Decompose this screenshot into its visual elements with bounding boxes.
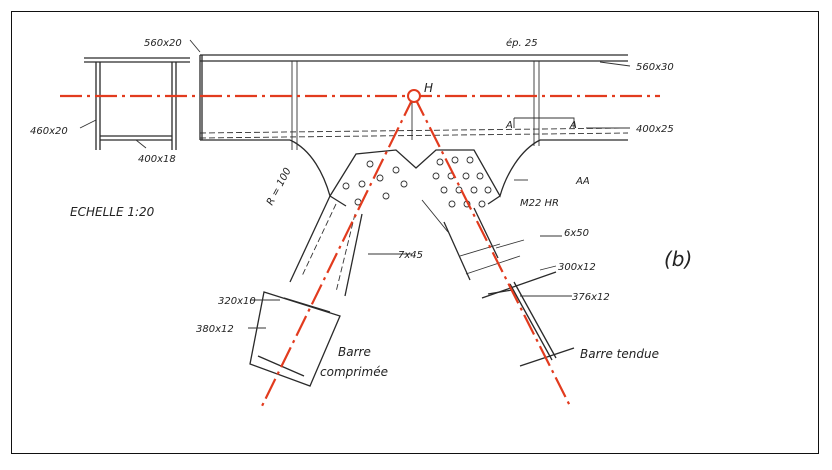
label-plate-300: 300x12 xyxy=(558,262,596,273)
label-plate-320: 320x10 xyxy=(218,296,256,307)
label-figure-tag: (b) xyxy=(664,247,692,271)
label-web-left: 460x20 xyxy=(30,126,68,137)
label-thickness: ép. 25 xyxy=(506,37,538,49)
label-compressed-line2: comprimée xyxy=(320,365,388,379)
label-plate-376: 376x12 xyxy=(572,292,610,303)
bolt-holes-left xyxy=(342,160,408,206)
centerlines xyxy=(60,89,660,407)
drawing-frame xyxy=(11,11,819,454)
label-scale: ECHELLE 1:20 xyxy=(70,205,155,219)
label-chord-top: 560x30 xyxy=(636,62,674,73)
label-bolts: M22 HR xyxy=(520,198,559,209)
label-weld-left: 7x45 xyxy=(398,250,423,261)
label-radius: R = 100 xyxy=(265,166,294,207)
label-tensioned: Barre tendue xyxy=(580,347,659,361)
label-flange-left-top: 560x20 xyxy=(144,38,182,49)
label-compressed-line1: Barre xyxy=(338,345,371,359)
left-cross-section xyxy=(84,57,190,150)
section-a-marker xyxy=(513,117,575,128)
weld-marks xyxy=(421,199,525,275)
label-node: H xyxy=(424,81,433,95)
label-plate-380: 380x12 xyxy=(196,324,234,335)
tension-diagonal xyxy=(443,207,575,367)
label-section-a-left: A xyxy=(505,120,513,131)
label-weld-right: 6x50 xyxy=(564,228,589,239)
leader-lines xyxy=(79,39,631,329)
label-section-a-right: A xyxy=(569,120,577,131)
gusset-plate xyxy=(289,139,541,207)
label-chord-stiffener: 400x25 xyxy=(636,124,674,135)
label-flange-left-bottom: 400x18 xyxy=(138,154,176,165)
main-chord xyxy=(199,54,629,150)
label-section-aa: AA xyxy=(575,176,590,187)
